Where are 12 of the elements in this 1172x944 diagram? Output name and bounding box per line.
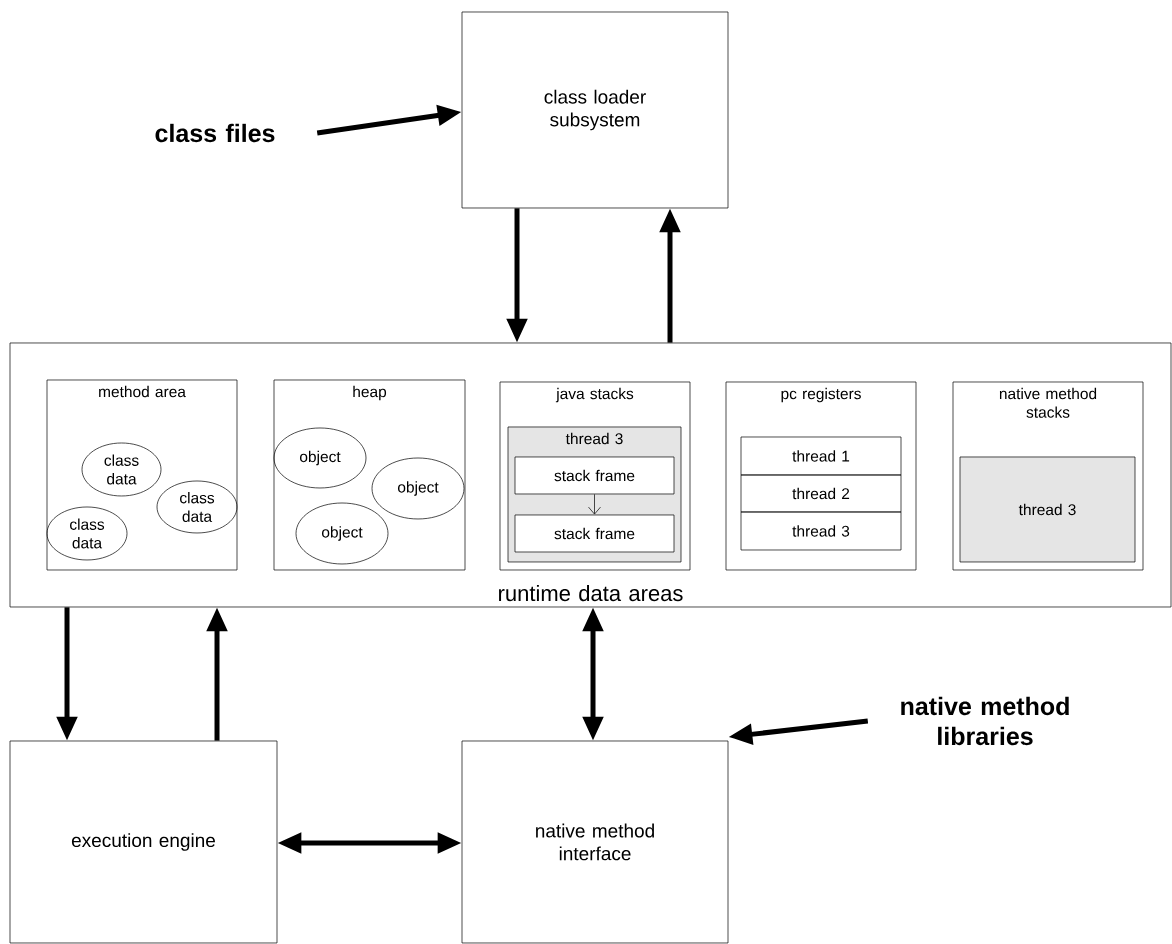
- input-label: class files: [155, 123, 275, 143]
- register-cell: thread 2: [740, 474, 902, 513]
- arrow: [588, 493, 601, 515]
- thread-box: thread 3: [959, 456, 1136, 563]
- engine-box: execution engine: [9, 740, 278, 944]
- register-cell: thread 1: [740, 436, 902, 476]
- interface-box: native method interface: [461, 740, 729, 944]
- input-label: native method libraries: [901, 696, 1069, 746]
- frame-box: stack frame: [514, 514, 675, 553]
- subsystem-box: class loader subsystem: [461, 11, 729, 209]
- frame-box: stack frame: [514, 456, 675, 495]
- register-cell: thread 3: [740, 511, 902, 551]
